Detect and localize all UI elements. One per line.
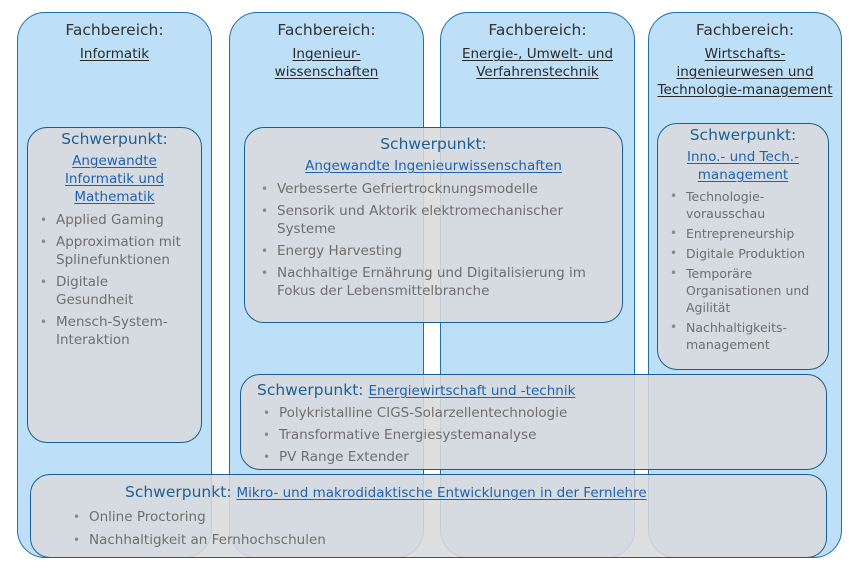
- list-item-text: Verbesserte Gefriertrocknungsmodelle: [277, 181, 538, 197]
- list-item-text: Entrepreneurship: [686, 226, 795, 241]
- list-item-text: Interaktion: [56, 332, 130, 348]
- list-item-text: Agilität: [686, 300, 731, 315]
- schwerpunkt-label: Schwerpunkt:: [61, 130, 168, 148]
- schwerpunkt-title-line: Inno.- und Tech.-: [687, 149, 799, 165]
- list-item-text: Mensch-System-: [56, 314, 168, 330]
- schwerpunkt-heading: Schwerpunkt: Mikro- und makrodidaktische…: [67, 483, 826, 503]
- list-item: Nachhaltigkeit an Fernhochschulen: [67, 531, 826, 549]
- list-item: Digitale Produktion: [664, 245, 822, 262]
- list-item-text: Nachhaltigkeits-: [686, 320, 788, 335]
- list-item-text: Splinefunktionen: [56, 252, 170, 268]
- fachbereich-name: Ingenieur- wissenschaften: [230, 45, 423, 81]
- schwerpunkt-title-line: Angewandte: [72, 153, 157, 169]
- list-item: Polykristalline CIGS-Solarzellentechnolo…: [257, 404, 810, 422]
- list-item-text: Energy Harvesting: [277, 243, 403, 259]
- fachbereich-name-line: Ingenieur-: [292, 46, 361, 62]
- fachbereich-name-line: Verfahrenstechnik: [476, 64, 599, 80]
- list-item: Entrepreneurship: [664, 225, 822, 242]
- list-item-text: PV Range Extender: [279, 449, 409, 465]
- fachbereich-label: Fachbereich:: [488, 21, 587, 39]
- schwerpunkt-title: Angewandte Informatik und Mathematik: [34, 152, 195, 206]
- list-item: Applied Gaming: [34, 211, 195, 229]
- fachbereich-name-line: Wirtschafts-: [704, 46, 786, 62]
- schwerpunkt-informatik-mathematik: Schwerpunkt: Angewandte Informatik und M…: [27, 127, 202, 443]
- list-item-text: Temporäre: [686, 266, 753, 281]
- schwerpunkt-item-list: Polykristalline CIGS-Solarzellentechnolo…: [257, 404, 810, 466]
- list-item-text: Polykristalline CIGS-Solarzellentechnolo…: [279, 405, 568, 421]
- fachbereich-name-line: Technologie-management: [657, 82, 833, 98]
- schwerpunkt-label: Schwerpunkt:: [125, 483, 232, 501]
- schwerpunkt-title-line: Angewandte Ingenieurwissenschaften: [305, 158, 562, 174]
- list-item-text: Digitale: [56, 274, 109, 290]
- fachbereich-label: Fachbereich:: [277, 21, 376, 39]
- list-item-text: Gesundheit: [56, 292, 134, 308]
- schwerpunkt-item-list: Technologie-vorausschau Entrepreneurship…: [664, 188, 822, 353]
- fachbereich-name: Wirtschafts- ingenieurwesen und Technolo…: [649, 45, 841, 99]
- schwerpunkt-label: Schwerpunkt:: [689, 126, 797, 144]
- list-item-text: Organisationen und: [686, 283, 810, 298]
- fachbereich-name-line: wissenschaften: [274, 64, 379, 80]
- fachbereich-name-line: ingenieurwesen und: [676, 64, 814, 80]
- list-item: Verbesserte Gefriertrocknungsmodelle: [255, 180, 612, 198]
- schwerpunkt-innovations-technologiemanagement: Schwerpunkt: Inno.- und Tech.- managemen…: [657, 123, 829, 370]
- schwerpunkt-item-list: Applied Gaming Approximation mitSplinefu…: [34, 211, 195, 349]
- schwerpunkt-fernlehre-didaktik: Schwerpunkt: Mikro- und makrodidaktische…: [30, 474, 827, 558]
- list-item: Nachhaltige Ernährung und Digitalisierun…: [255, 264, 612, 300]
- schwerpunkt-title: Angewandte Ingenieurwissenschaften: [255, 157, 612, 175]
- schwerpunkt-title-line: management: [697, 167, 789, 183]
- list-item: Nachhaltigkeits-management: [664, 319, 822, 353]
- list-item: Energy Harvesting: [255, 242, 612, 260]
- schwerpunkt-heading: Schwerpunkt: Energiewirtschaft und -tech…: [257, 381, 810, 401]
- schwerpunkt-energiewirtschaft: Schwerpunkt: Energiewirtschaft und -tech…: [240, 374, 827, 470]
- schwerpunkt-ingenieurwissenschaften: Schwerpunkt: Angewandte Ingenieurwissens…: [244, 127, 623, 323]
- list-item-text: Fokus der Lebensmittelbranche: [277, 283, 490, 299]
- list-item-text: Systeme: [277, 221, 336, 237]
- list-item-text: vorausschau: [686, 206, 766, 221]
- list-item-text: Applied Gaming: [56, 212, 164, 228]
- list-item: Sensorik und Aktorik elektromechanischer…: [255, 202, 612, 238]
- fachbereich-name-line: Energie-, Umwelt- und: [461, 46, 614, 62]
- schwerpunkt-label: Schwerpunkt:: [257, 381, 364, 399]
- list-item-text: Digitale Produktion: [686, 246, 806, 261]
- list-item-text: Nachhaltige Ernährung und Digitalisierun…: [277, 265, 586, 281]
- list-item: PV Range Extender: [257, 448, 810, 466]
- list-item-text: Technologie-: [686, 189, 765, 204]
- list-item-text: Online Proctoring: [89, 509, 206, 525]
- list-item-text: Approximation mit: [56, 234, 181, 250]
- schwerpunkt-title: Inno.- und Tech.- management: [664, 148, 822, 184]
- fachbereich-label: Fachbereich:: [695, 21, 795, 39]
- list-item-text: management: [686, 337, 770, 352]
- schwerpunkt-label: Schwerpunkt:: [380, 135, 487, 153]
- list-item: Online Proctoring: [67, 508, 826, 526]
- schwerpunkt-title: Energiewirtschaft und -technik: [368, 383, 576, 399]
- schwerpunkt-title-line: Informatik und: [64, 171, 165, 187]
- fachbereich-name: Energie-, Umwelt- und Verfahrenstechnik: [441, 45, 634, 81]
- list-item: Mensch-System- Interaktion: [34, 313, 195, 349]
- list-item-text: Transformative Energiesystemanalyse: [279, 427, 537, 443]
- list-item: Technologie-vorausschau: [664, 188, 822, 222]
- schwerpunkt-title: Mikro- und makrodidaktische Entwicklunge…: [236, 485, 647, 501]
- list-item-text: Nachhaltigkeit an Fernhochschulen: [89, 532, 326, 548]
- list-item-text: Sensorik und Aktorik elektromechanischer: [277, 203, 563, 219]
- fachbereich-name-line: Informatik: [79, 46, 150, 62]
- fachbereich-label: Fachbereich:: [65, 21, 164, 39]
- schwerpunkt-item-list: Verbesserte Gefriertrocknungsmodelle Sen…: [255, 180, 612, 300]
- schwerpunkt-title-line: Mathematik: [74, 189, 155, 205]
- schwerpunkt-item-list: Online Proctoring Nachhaltigkeit an Fern…: [67, 508, 826, 549]
- list-item: Transformative Energiesystemanalyse: [257, 426, 810, 444]
- fachbereich-name: Informatik: [18, 45, 211, 63]
